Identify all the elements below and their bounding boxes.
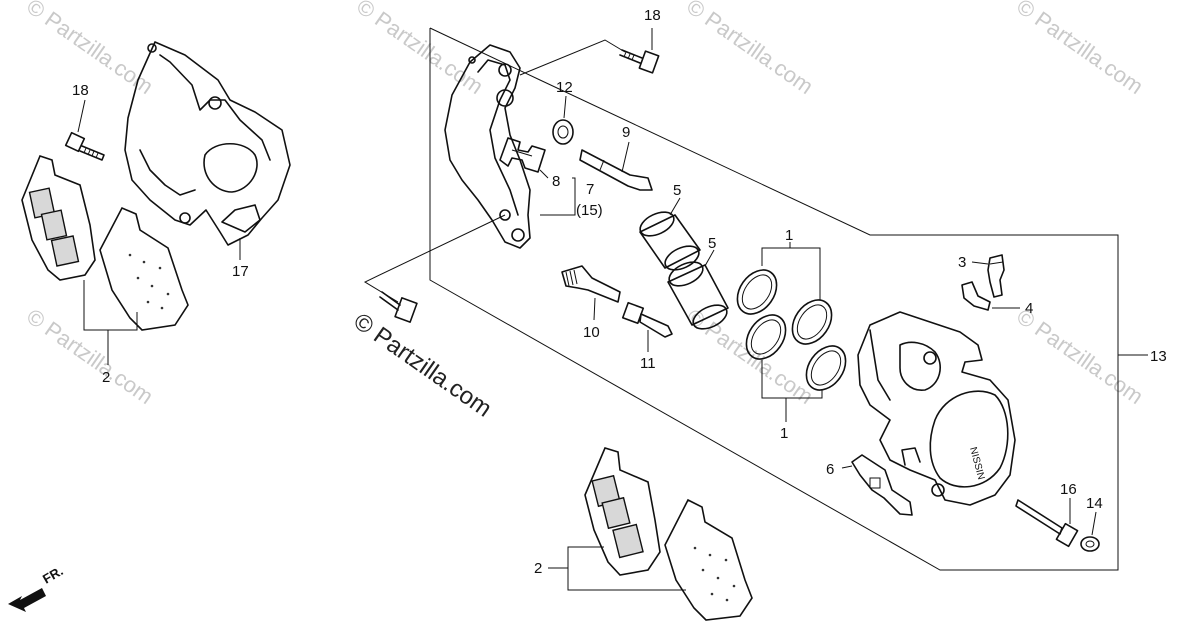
callout-15: (15) [576, 202, 603, 219]
pin-10: 10 [561, 265, 621, 341]
pin-9: 9 [579, 124, 653, 191]
front-direction-indicator: FR. [8, 563, 66, 612]
callout-7: 7 [586, 181, 594, 198]
callout-4: 4 [1025, 300, 1033, 317]
watermark: © Partzilla.com [1012, 304, 1148, 410]
pad-spring-clip [499, 137, 546, 173]
callout-16: 16 [1060, 481, 1077, 498]
cap-4: 4 [961, 281, 1033, 317]
callout-13: 13 [1150, 348, 1167, 365]
callout-18-left: 18 [72, 82, 89, 99]
callout-8: 8 [552, 173, 560, 190]
callout-14: 14 [1086, 495, 1103, 512]
callout-2-left: 2 [102, 369, 110, 386]
pin-16: 16 [1015, 481, 1079, 548]
watermark: © Partzilla.com [682, 0, 818, 99]
assembly-frame [429, 27, 1148, 571]
bleeder-3: 3 [958, 254, 1005, 298]
brake-pads-left: 2 [21, 155, 189, 386]
watermark: © Partzilla.com [352, 0, 488, 99]
piston-5a: 5 [639, 182, 701, 271]
callout-5b: 5 [708, 235, 716, 252]
callout-12: 12 [556, 79, 573, 96]
callout-1-bottom: 1 [780, 425, 788, 442]
callout-17: 17 [232, 263, 249, 280]
primary-watermark: © Partzilla.com [349, 308, 497, 423]
callout-2-bottom: 2 [534, 560, 542, 577]
callout-10: 10 [583, 324, 600, 341]
callout-11: 11 [640, 355, 656, 372]
bolt-lower-left [379, 291, 418, 323]
caliper-bracket-left: 17 [124, 41, 291, 280]
callout-18-top: 18 [644, 7, 661, 24]
bolt-11: 11 [621, 301, 673, 372]
caliper-bracket [444, 44, 531, 249]
callout-6: 6 [826, 461, 834, 478]
caliper-brand: NISSIN [967, 446, 986, 481]
cap-14: 14 [1080, 495, 1103, 552]
callout-5a: 5 [673, 182, 681, 199]
bolt-18-left: 18 [64, 82, 105, 161]
callout-1-top: 1 [785, 227, 793, 244]
labels-8-7-15: 8 7 (15) [539, 169, 603, 219]
callout-9: 9 [622, 124, 630, 141]
boot-12: 12 [552, 79, 574, 145]
front-label: FR. [40, 563, 66, 586]
piston-seals-1: 1 1 [736, 227, 847, 442]
caliper-body: NISSIN 13 [857, 311, 1167, 506]
piston-5b: 5 [667, 235, 729, 330]
brake-pads-bottom: 2 [534, 447, 753, 621]
pad-retainer-6: 6 [826, 454, 913, 516]
callout-3: 3 [958, 254, 966, 271]
watermark: © Partzilla.com [1012, 0, 1148, 99]
bolt-18-top: 18 [619, 7, 661, 74]
